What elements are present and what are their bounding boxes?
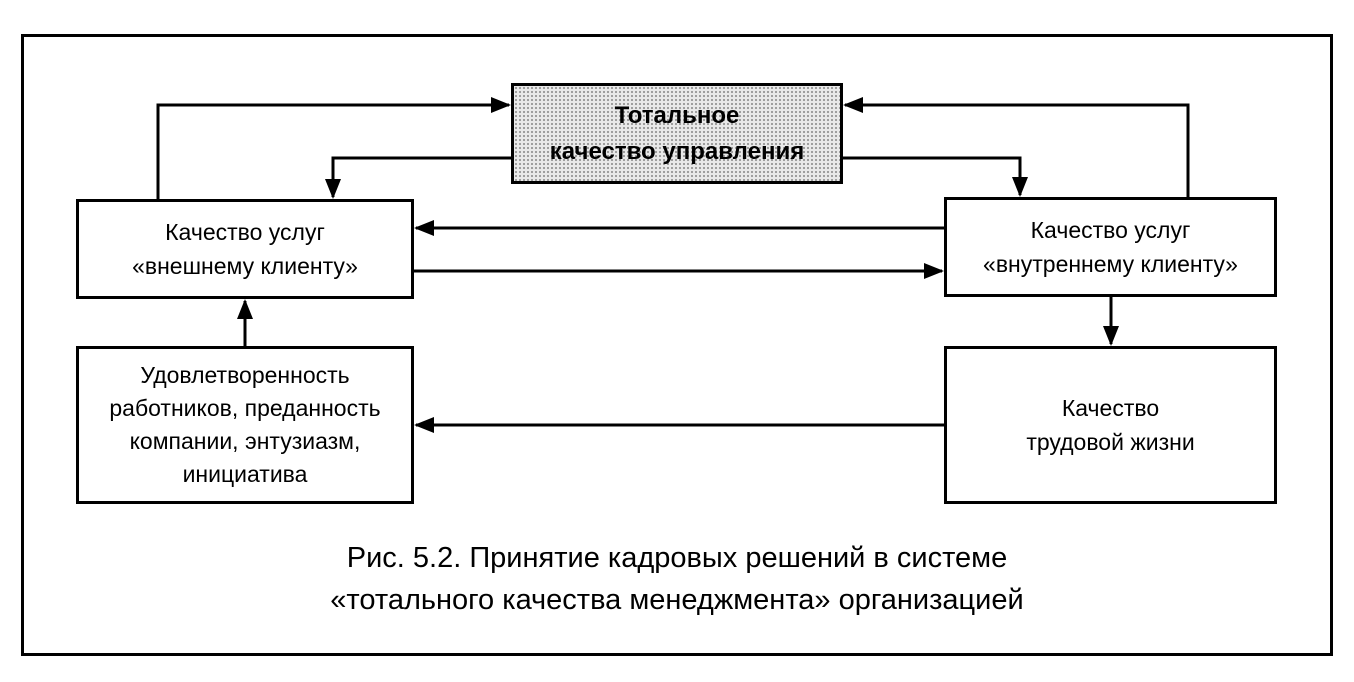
arrow-center-to-internal: [843, 156, 1028, 197]
node-label-line: трудовой жизни: [1026, 429, 1195, 455]
node-label-line: Качество услуг: [165, 219, 325, 245]
caption-line: «тотального качества менеджмента» органи…: [330, 584, 1024, 616]
node-internal-client-quality: Качество услуг «внутреннему клиенту»: [944, 197, 1277, 297]
arrow-internal-to-center: [843, 97, 1190, 197]
node-label-line: инициатива: [182, 461, 308, 487]
arrow-external-to-center: [156, 97, 511, 199]
node-label-line: Качество: [1061, 395, 1160, 421]
node-label-line: «внутреннему клиенту»: [983, 251, 1238, 277]
node-label-line: Тотальное: [614, 101, 740, 129]
node-work-life-quality: Качество трудовой жизни: [944, 346, 1277, 504]
arrow-center-to-external: [325, 156, 511, 199]
figure-caption: Рис. 5.2. Принятие кадровых решений в си…: [200, 537, 1154, 621]
node-label-line: компании, энтузиазм,: [129, 428, 361, 454]
node-label-line: работников, преданность: [109, 395, 381, 421]
node-label-line: «внешнему клиенту»: [132, 253, 358, 279]
node-label-line: качество управления: [549, 137, 805, 165]
figure-frame: [21, 34, 1333, 656]
node-employee-satisfaction: Удовлетворенность работников, преданност…: [76, 346, 414, 504]
node-label-line: Удовлетворенность: [140, 362, 350, 388]
node-total-quality-management: Тотальное качество управления: [511, 83, 843, 184]
caption-line: Рис. 5.2. Принятие кадровых решений в си…: [346, 542, 1008, 574]
node-label-line: Качество услуг: [1030, 217, 1191, 243]
node-external-client-quality: Качество услуг «внешнему клиенту»: [76, 199, 414, 299]
